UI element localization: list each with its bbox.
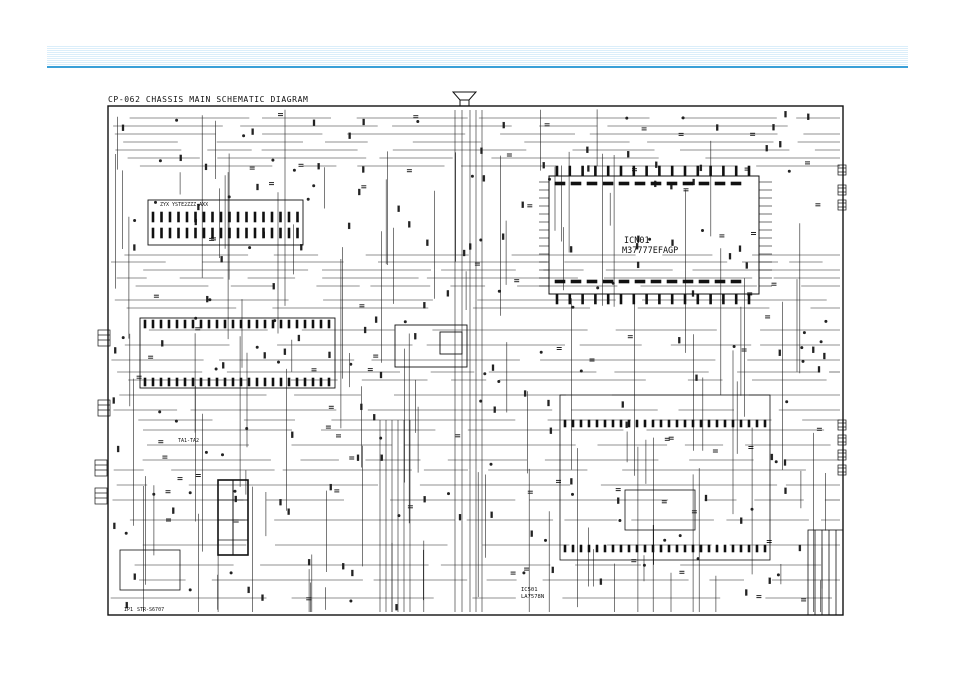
speaker-symbol xyxy=(451,91,478,107)
ic-bottom-left-ref-label: IP1 xyxy=(124,607,133,613)
ic-video-label: TA1-TA2 xyxy=(178,438,199,444)
schematic-border xyxy=(107,105,844,616)
wiring xyxy=(110,109,840,612)
ic-bottom-left: IP1 STR-S6707 xyxy=(119,549,181,613)
ic-lower-ref-label: IC501 xyxy=(521,587,538,593)
header-accent-line xyxy=(47,66,908,68)
ic-bottom-left-part-label: STR-S6707 xyxy=(137,607,164,613)
power-transformer xyxy=(217,479,249,556)
diagram-title: CP-062 CHASSIS MAIN SCHEMATIC DIAGRAM xyxy=(108,95,309,104)
ic-eeprom: ZYX YSTE2ZZZ-AXX xyxy=(147,199,304,246)
components xyxy=(112,111,828,611)
right-connectors xyxy=(837,164,847,476)
ic-main-mcu: ICN01 M37777EFAGP xyxy=(539,165,772,305)
ic-main-part-label: M37777EFAGP xyxy=(622,246,678,256)
title-block xyxy=(807,529,844,616)
left-connectors xyxy=(94,329,111,505)
ic-lower-part-label: LA7578N xyxy=(521,594,544,600)
tuner-module xyxy=(394,324,468,368)
ic-lower: IC501 LA7578N xyxy=(521,394,771,600)
ic-eeprom-label: ZYX YSTE2ZZZ-AXX xyxy=(160,202,208,208)
ic-video: TA1-TA2 xyxy=(139,317,336,444)
header-stripe-bar xyxy=(47,46,908,65)
ic-main-ref-label: ICN01 xyxy=(624,236,650,246)
